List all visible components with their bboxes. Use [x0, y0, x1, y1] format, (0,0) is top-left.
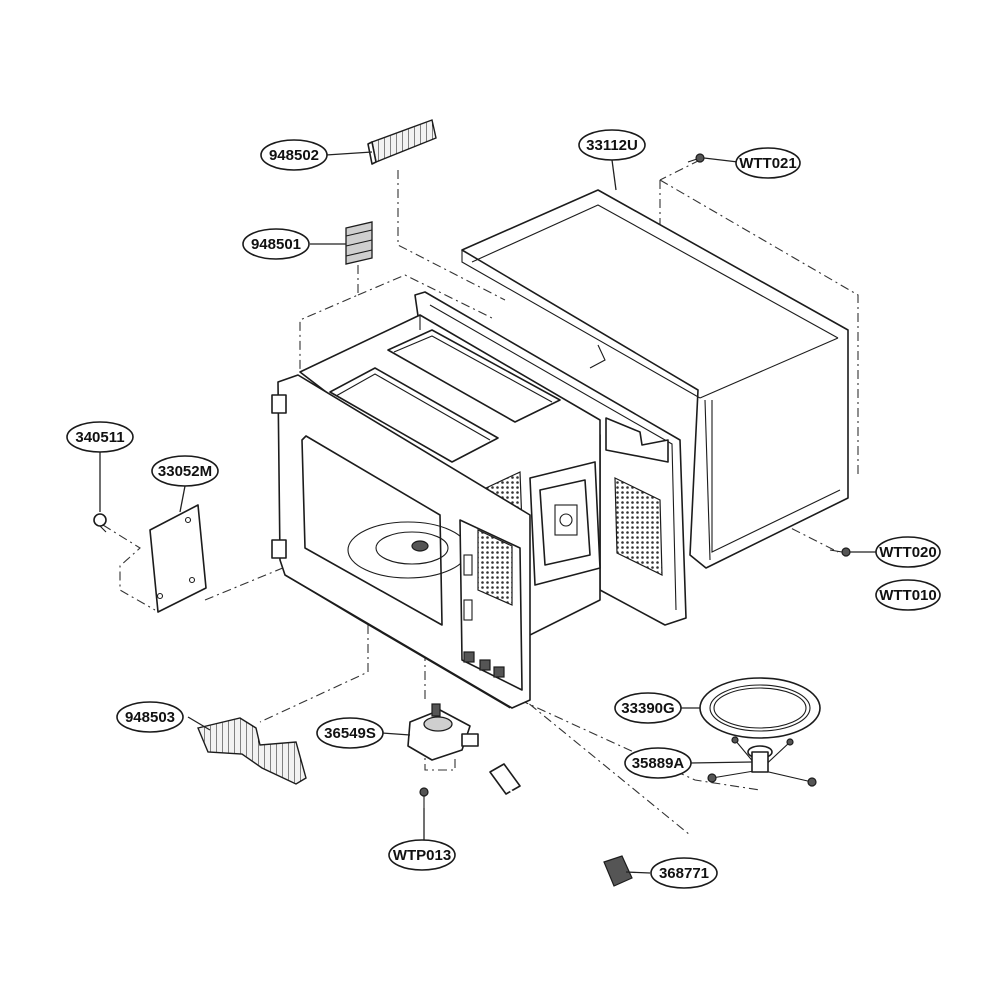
part-33390G-glass-tray: [699, 677, 821, 739]
part-label-35889A: 35889A: [624, 747, 692, 779]
svg-text:33112U: 33112U: [586, 137, 638, 154]
part-label-36549S: 36549S: [316, 717, 384, 749]
svg-text:948501: 948501: [251, 236, 301, 253]
part-label-948503: 948503: [116, 701, 184, 733]
part-35889A-roller-support: [707, 736, 817, 787]
svg-text:948503: 948503: [125, 709, 175, 726]
svg-text:33052M: 33052M: [158, 463, 212, 480]
part-WTT020-screw: [829, 547, 851, 557]
outer-cabinet-33112U: [461, 189, 849, 569]
part-label-33390G: 33390G: [614, 692, 682, 724]
part-label-WTT020: WTT020: [875, 536, 941, 568]
leader-lines: [99, 151, 876, 874]
part-340511-screw: [93, 513, 107, 533]
svg-text:WTT010: WTT010: [879, 587, 937, 604]
svg-text:368771: 368771: [659, 865, 709, 882]
part-948502-ridged-pad: [367, 119, 437, 165]
part-label-948502: 948502: [260, 139, 328, 171]
svg-text:948502: 948502: [269, 147, 319, 164]
svg-text:36549S: 36549S: [324, 725, 376, 742]
svg-text:33390G: 33390G: [621, 700, 674, 717]
part-label-WTT010: WTT010: [875, 579, 941, 611]
part-WTP013-screw: [419, 787, 429, 808]
part-33052M-cover-plate: [149, 504, 207, 613]
part-label-948501: 948501: [242, 228, 310, 260]
part-label-368771: 368771: [650, 857, 718, 889]
svg-text:35889A: 35889A: [632, 755, 685, 772]
part-948501-pad: [345, 221, 373, 265]
part-WTT021-screw: [687, 153, 705, 163]
svg-text:WTT020: WTT020: [879, 544, 937, 561]
front-frame: [271, 374, 531, 709]
svg-text:WTT021: WTT021: [739, 155, 797, 172]
part-label-WTT021: WTT021: [735, 147, 801, 179]
part-label-WTP013: WTP013: [388, 839, 456, 871]
part-label-340511: 340511: [66, 421, 134, 453]
part-label-33052M: 33052M: [151, 455, 219, 487]
part-368771-wire-harness: [489, 763, 633, 887]
part-948503-insulation: [197, 717, 307, 785]
part-label-33112U: 33112U: [578, 129, 646, 161]
svg-text:WTP013: WTP013: [393, 847, 451, 864]
part-36549S-motor: [407, 703, 479, 761]
svg-text:340511: 340511: [75, 429, 124, 446]
